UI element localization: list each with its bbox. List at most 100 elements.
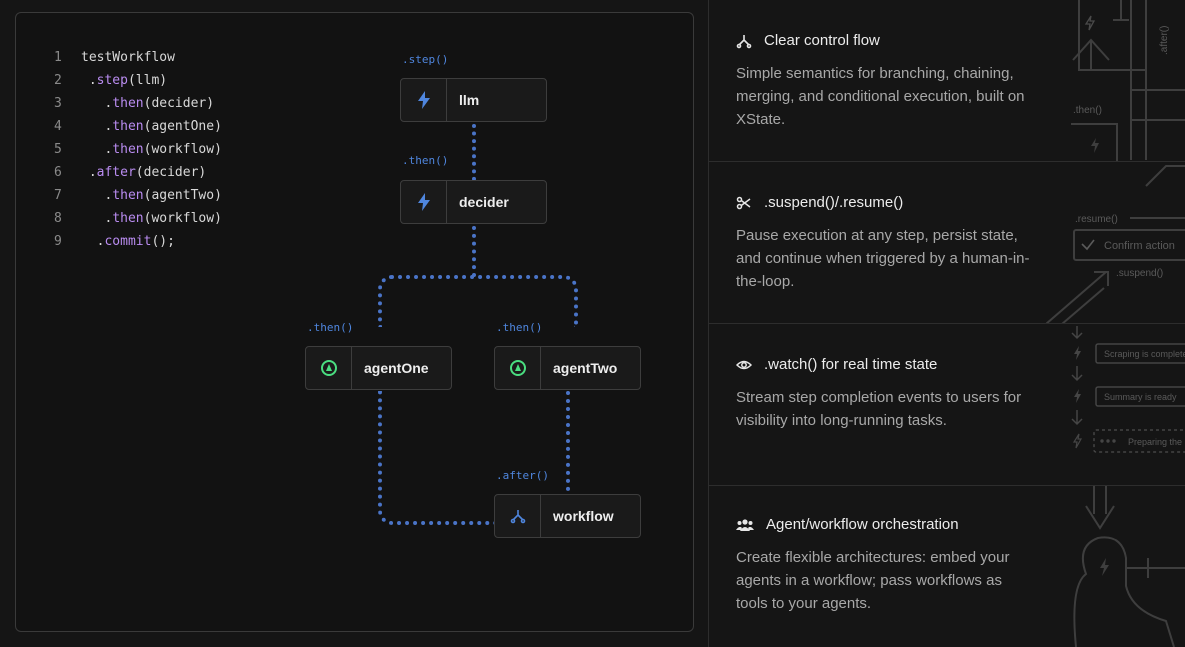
connector-llm-decider — [472, 124, 476, 181]
feature-title: Clear control flow — [764, 32, 880, 49]
code-text: .then(workflow) — [81, 138, 222, 161]
deco-scraping-label: Scraping is complete — [1104, 349, 1185, 359]
code-text: testWorkflow — [81, 46, 175, 69]
then-label-decider: .then() — [402, 154, 449, 167]
watch-illustration: Scraping is complete Summary is ready Pr… — [1071, 326, 1185, 453]
code-token: (decider) — [135, 165, 207, 180]
code-token: (); — [151, 234, 175, 249]
agent-icon — [306, 347, 352, 389]
code-keyword: commit — [104, 234, 152, 249]
deco-resume-label: .resume() — [1075, 214, 1118, 225]
code-token: (agentTwo) — [143, 188, 222, 203]
code-text: .then(workflow) — [81, 207, 222, 230]
deco-summary-label: Summary is ready — [1104, 392, 1177, 402]
line-number: 1 — [54, 50, 62, 65]
line-number: 3 — [54, 96, 62, 111]
node-decider[interactable]: decider — [400, 180, 547, 224]
node-llm[interactable]: llm — [400, 78, 547, 122]
line-number: 7 — [54, 188, 62, 203]
orchestration-illustration — [1073, 486, 1185, 647]
connector-decider-split — [472, 226, 476, 277]
step-label: .step() — [402, 53, 449, 66]
code-keyword: step — [96, 73, 128, 88]
then-label-agent-two: .then() — [496, 321, 543, 334]
code-token: (llm) — [127, 73, 168, 88]
bolt-icon — [1074, 346, 1081, 360]
node-workflow[interactable]: workflow — [494, 494, 641, 538]
feature-watch: .watch() for real time state Stream step… — [709, 324, 1185, 486]
workflow-diagram: .step() .then() .then() .then() .after()… — [16, 13, 693, 631]
feature-title-row: Clear control flow — [736, 32, 880, 49]
deco-then-label: .then() — [1073, 105, 1102, 116]
code-text: .then(agentOne) — [81, 115, 222, 138]
code-token: . — [81, 96, 113, 111]
scissors-icon — [736, 196, 751, 209]
features-panel: Clear control flow Simple semantics for … — [708, 0, 1185, 647]
code-keyword: then — [112, 142, 144, 157]
code-text: .then(decider) — [81, 92, 214, 115]
feature-control-flow: Clear control flow Simple semantics for … — [709, 0, 1185, 162]
bolt-icon — [401, 79, 447, 121]
code-token: testWorkflow — [81, 50, 175, 65]
feature-orchestration: Agent/workflow orchestration Create flex… — [709, 486, 1185, 647]
control-flow-illustration: .then() .after() — [1071, 0, 1185, 161]
node-agent-two[interactable]: agentTwo — [494, 346, 641, 390]
feature-title-row: Agent/workflow orchestration — [736, 516, 959, 533]
node-label: agentTwo — [553, 360, 618, 376]
code-token: . — [81, 119, 113, 134]
code-keyword: after — [96, 165, 136, 180]
line-number: 4 — [54, 119, 62, 134]
branch-icon — [736, 34, 752, 48]
code-keyword: then — [112, 119, 144, 134]
feature-description: Simple semantics for branching, chaining… — [736, 65, 1025, 128]
bolt-icon — [1072, 433, 1083, 449]
code-token: (agentOne) — [143, 119, 222, 134]
then-label-agent-one: .then() — [307, 321, 354, 334]
feature-suspend-resume: .suspend()/.resume() Pause execution at … — [709, 162, 1185, 324]
feature-description: Stream step completion events to users f… — [736, 389, 1022, 429]
bolt-icon — [1074, 389, 1081, 403]
bolt-icon — [1091, 138, 1099, 153]
code-token: . — [81, 211, 113, 226]
code-text: .after(decider) — [81, 161, 206, 184]
branch-icon — [495, 495, 541, 537]
line-number: 9 — [54, 234, 62, 249]
code-text: .then(agentTwo) — [81, 184, 222, 207]
code-keyword: then — [112, 211, 144, 226]
code-token: (workflow) — [143, 142, 222, 157]
feature-description: Pause execution at any step, persist sta… — [736, 227, 1030, 290]
feature-title: .suspend()/.resume() — [764, 194, 904, 211]
feature-title-row: .watch() for real time state — [736, 356, 937, 373]
feature-title: Agent/workflow orchestration — [766, 516, 959, 533]
feature-title: .watch() for real time state — [764, 356, 938, 373]
feature-title-row: .suspend()/.resume() — [736, 194, 903, 211]
code-token: . — [81, 188, 113, 203]
node-agent-one[interactable]: agentOne — [305, 346, 452, 390]
bolt-icon — [1084, 15, 1096, 31]
code-token: (decider) — [143, 96, 215, 111]
connector-agentone-workflow — [378, 391, 500, 525]
agent-icon — [495, 347, 541, 389]
after-label-workflow: .after() — [496, 469, 549, 482]
code-keyword: then — [112, 188, 144, 203]
line-number: 5 — [54, 142, 62, 157]
node-label: workflow — [553, 508, 614, 524]
code-token: . — [81, 165, 97, 180]
code-token: . — [81, 73, 97, 88]
node-label: llm — [459, 92, 480, 108]
code-text: .commit(); — [81, 230, 175, 253]
eye-icon — [736, 360, 752, 369]
line-number: 6 — [54, 165, 62, 180]
connector-split-loop — [378, 275, 578, 327]
code-token: (workflow) — [143, 211, 222, 226]
node-label: decider — [459, 194, 509, 210]
deco-after-label: .after() — [1159, 26, 1170, 55]
deco-confirm-label: Confirm action — [1104, 240, 1175, 252]
line-number: 8 — [54, 211, 62, 226]
suspend-illustration: .resume() Confirm action .suspend() — [1046, 165, 1185, 323]
deco-preparing-label: Preparing the — [1128, 437, 1182, 447]
feature-description: Create flexible architectures: embed you… — [736, 549, 1010, 612]
users-icon — [736, 518, 754, 531]
deco-suspend-label: .suspend() — [1116, 268, 1163, 279]
